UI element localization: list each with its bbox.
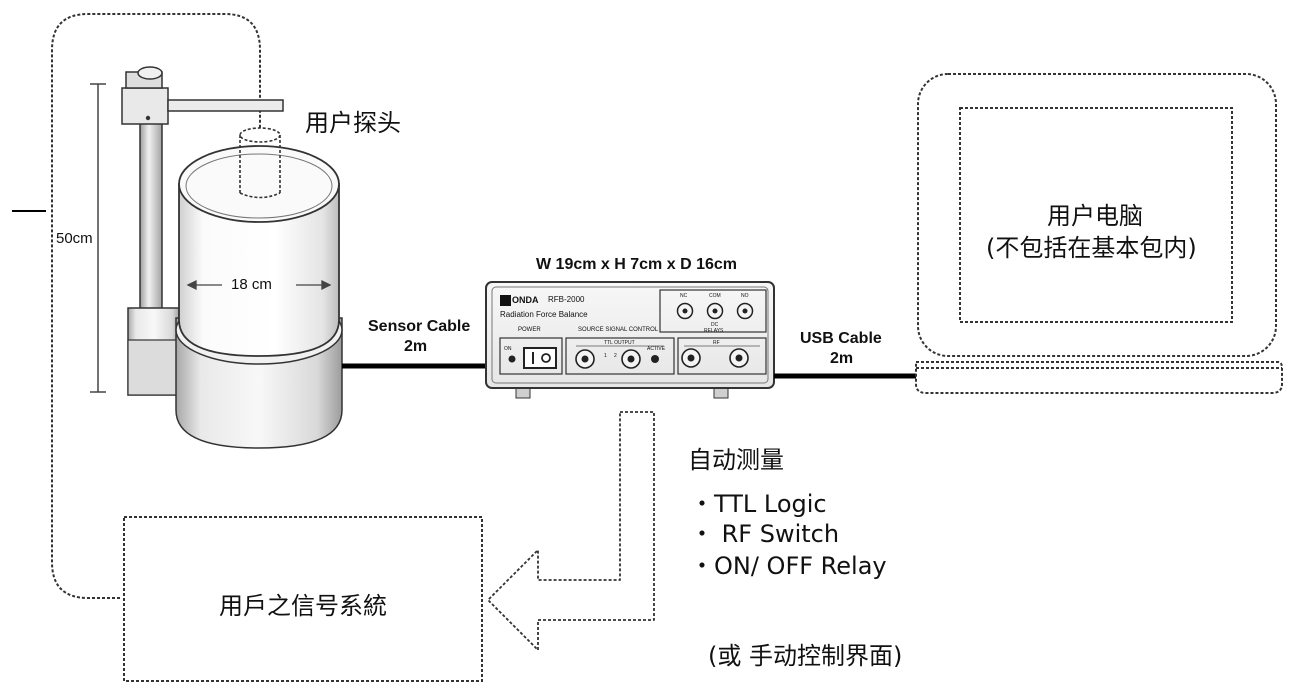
device-dimensions-label: W 19cm x H 7cm x D 16cm xyxy=(536,256,737,273)
relays-label: RELAYS xyxy=(704,328,724,334)
ttl-output-label: TTL OUTPUT xyxy=(604,340,635,346)
on-label: ON xyxy=(504,346,512,352)
device-model: RFB-2000 xyxy=(548,295,585,304)
user-probe-label: 用户探头 xyxy=(305,109,401,137)
nc-label: NC xyxy=(680,293,688,299)
usb-cable-label: USB Cable xyxy=(800,330,882,347)
auto-measure-title: 自动测量 xyxy=(688,446,784,474)
height-dimension xyxy=(90,83,106,393)
user-pc-title: 用户电脑 xyxy=(1047,202,1143,230)
channel-2-label: 2 xyxy=(614,353,617,359)
usb-cable-length: 2m xyxy=(830,350,854,367)
height-label: 50cm xyxy=(56,230,93,247)
active-label: ACTIVE xyxy=(647,346,666,352)
no-label: NO xyxy=(741,293,749,299)
power-label: POWER xyxy=(518,327,541,333)
user-pc-note: (不包括在基本包内) xyxy=(986,234,1197,262)
laptop-icon xyxy=(915,73,1283,394)
auto-measure-item: ・ON/ OFF Relay xyxy=(690,552,887,580)
source-signal-label: SOURCE SIGNAL CONTROL xyxy=(578,327,659,333)
rf-label: RF xyxy=(713,340,720,346)
diameter-dimension xyxy=(186,279,332,291)
auto-measure-item: ・ RF Switch xyxy=(690,520,840,548)
device-brand: ONDA xyxy=(512,295,539,305)
signal-system-label: 用戶之信号系統 xyxy=(219,592,387,620)
device-product-name: Radiation Force Balance xyxy=(500,310,588,319)
com-label: COM xyxy=(709,293,721,299)
sensor-loop-line xyxy=(51,13,261,599)
sensor-cable-length: 2m xyxy=(404,338,428,355)
probe-icon xyxy=(239,127,281,199)
dc-label: DC xyxy=(711,322,719,328)
manual-control-label: (或 手动控制界面) xyxy=(708,642,903,670)
channel-1-label: 1 xyxy=(604,353,607,359)
auto-measure-item: ・TTL Logic xyxy=(690,490,827,518)
device-icon xyxy=(485,281,775,399)
sensor-cable-label: Sensor Cable xyxy=(368,318,471,335)
signal-system-box xyxy=(123,516,483,682)
diameter-label: 18 cm xyxy=(231,276,272,293)
arrow-icon xyxy=(487,411,655,651)
tank-icon xyxy=(121,66,343,449)
